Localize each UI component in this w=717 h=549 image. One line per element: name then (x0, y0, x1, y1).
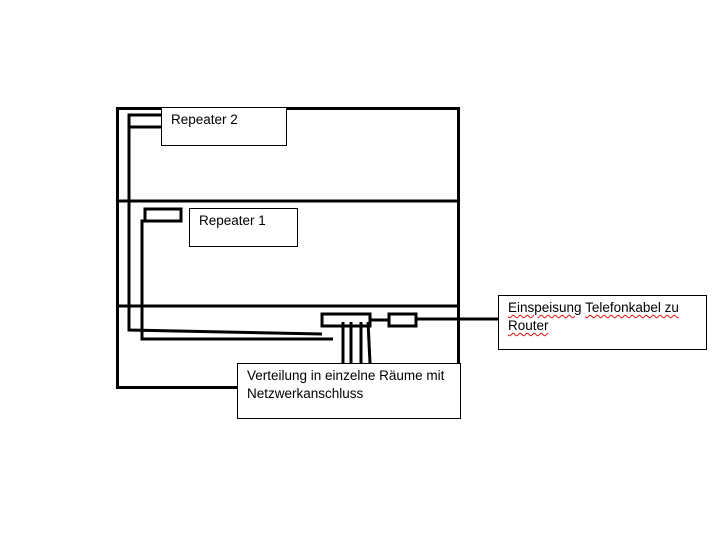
cable-repeater-1 (140, 219, 333, 341)
label-router-feed-word: Einspeisung (508, 300, 582, 315)
repeater-1-device (143, 207, 183, 223)
label-repeater-2-text: Repeater 2 (171, 112, 238, 127)
label-distribution: Verteilung in einzelne Räume mit Netzwer… (237, 363, 461, 419)
label-repeater-2: Repeater 2 (161, 107, 287, 146)
cable-repeater-2 (127, 113, 323, 336)
label-distribution-text: Verteilung in einzelne Räume mit Netzwer… (247, 368, 445, 401)
label-repeater-1-text: Repeater 1 (199, 213, 266, 228)
label-repeater-1: Repeater 1 (189, 208, 298, 247)
router-device (387, 312, 418, 328)
label-router-feed-rest: Telefonkabel zu Router (508, 300, 679, 333)
building-outline (116, 107, 460, 389)
patch-panel (320, 312, 372, 328)
label-router-feed: Einspeisung Telefonkabel zu Router (498, 295, 707, 350)
cable-room-4 (366, 321, 372, 364)
